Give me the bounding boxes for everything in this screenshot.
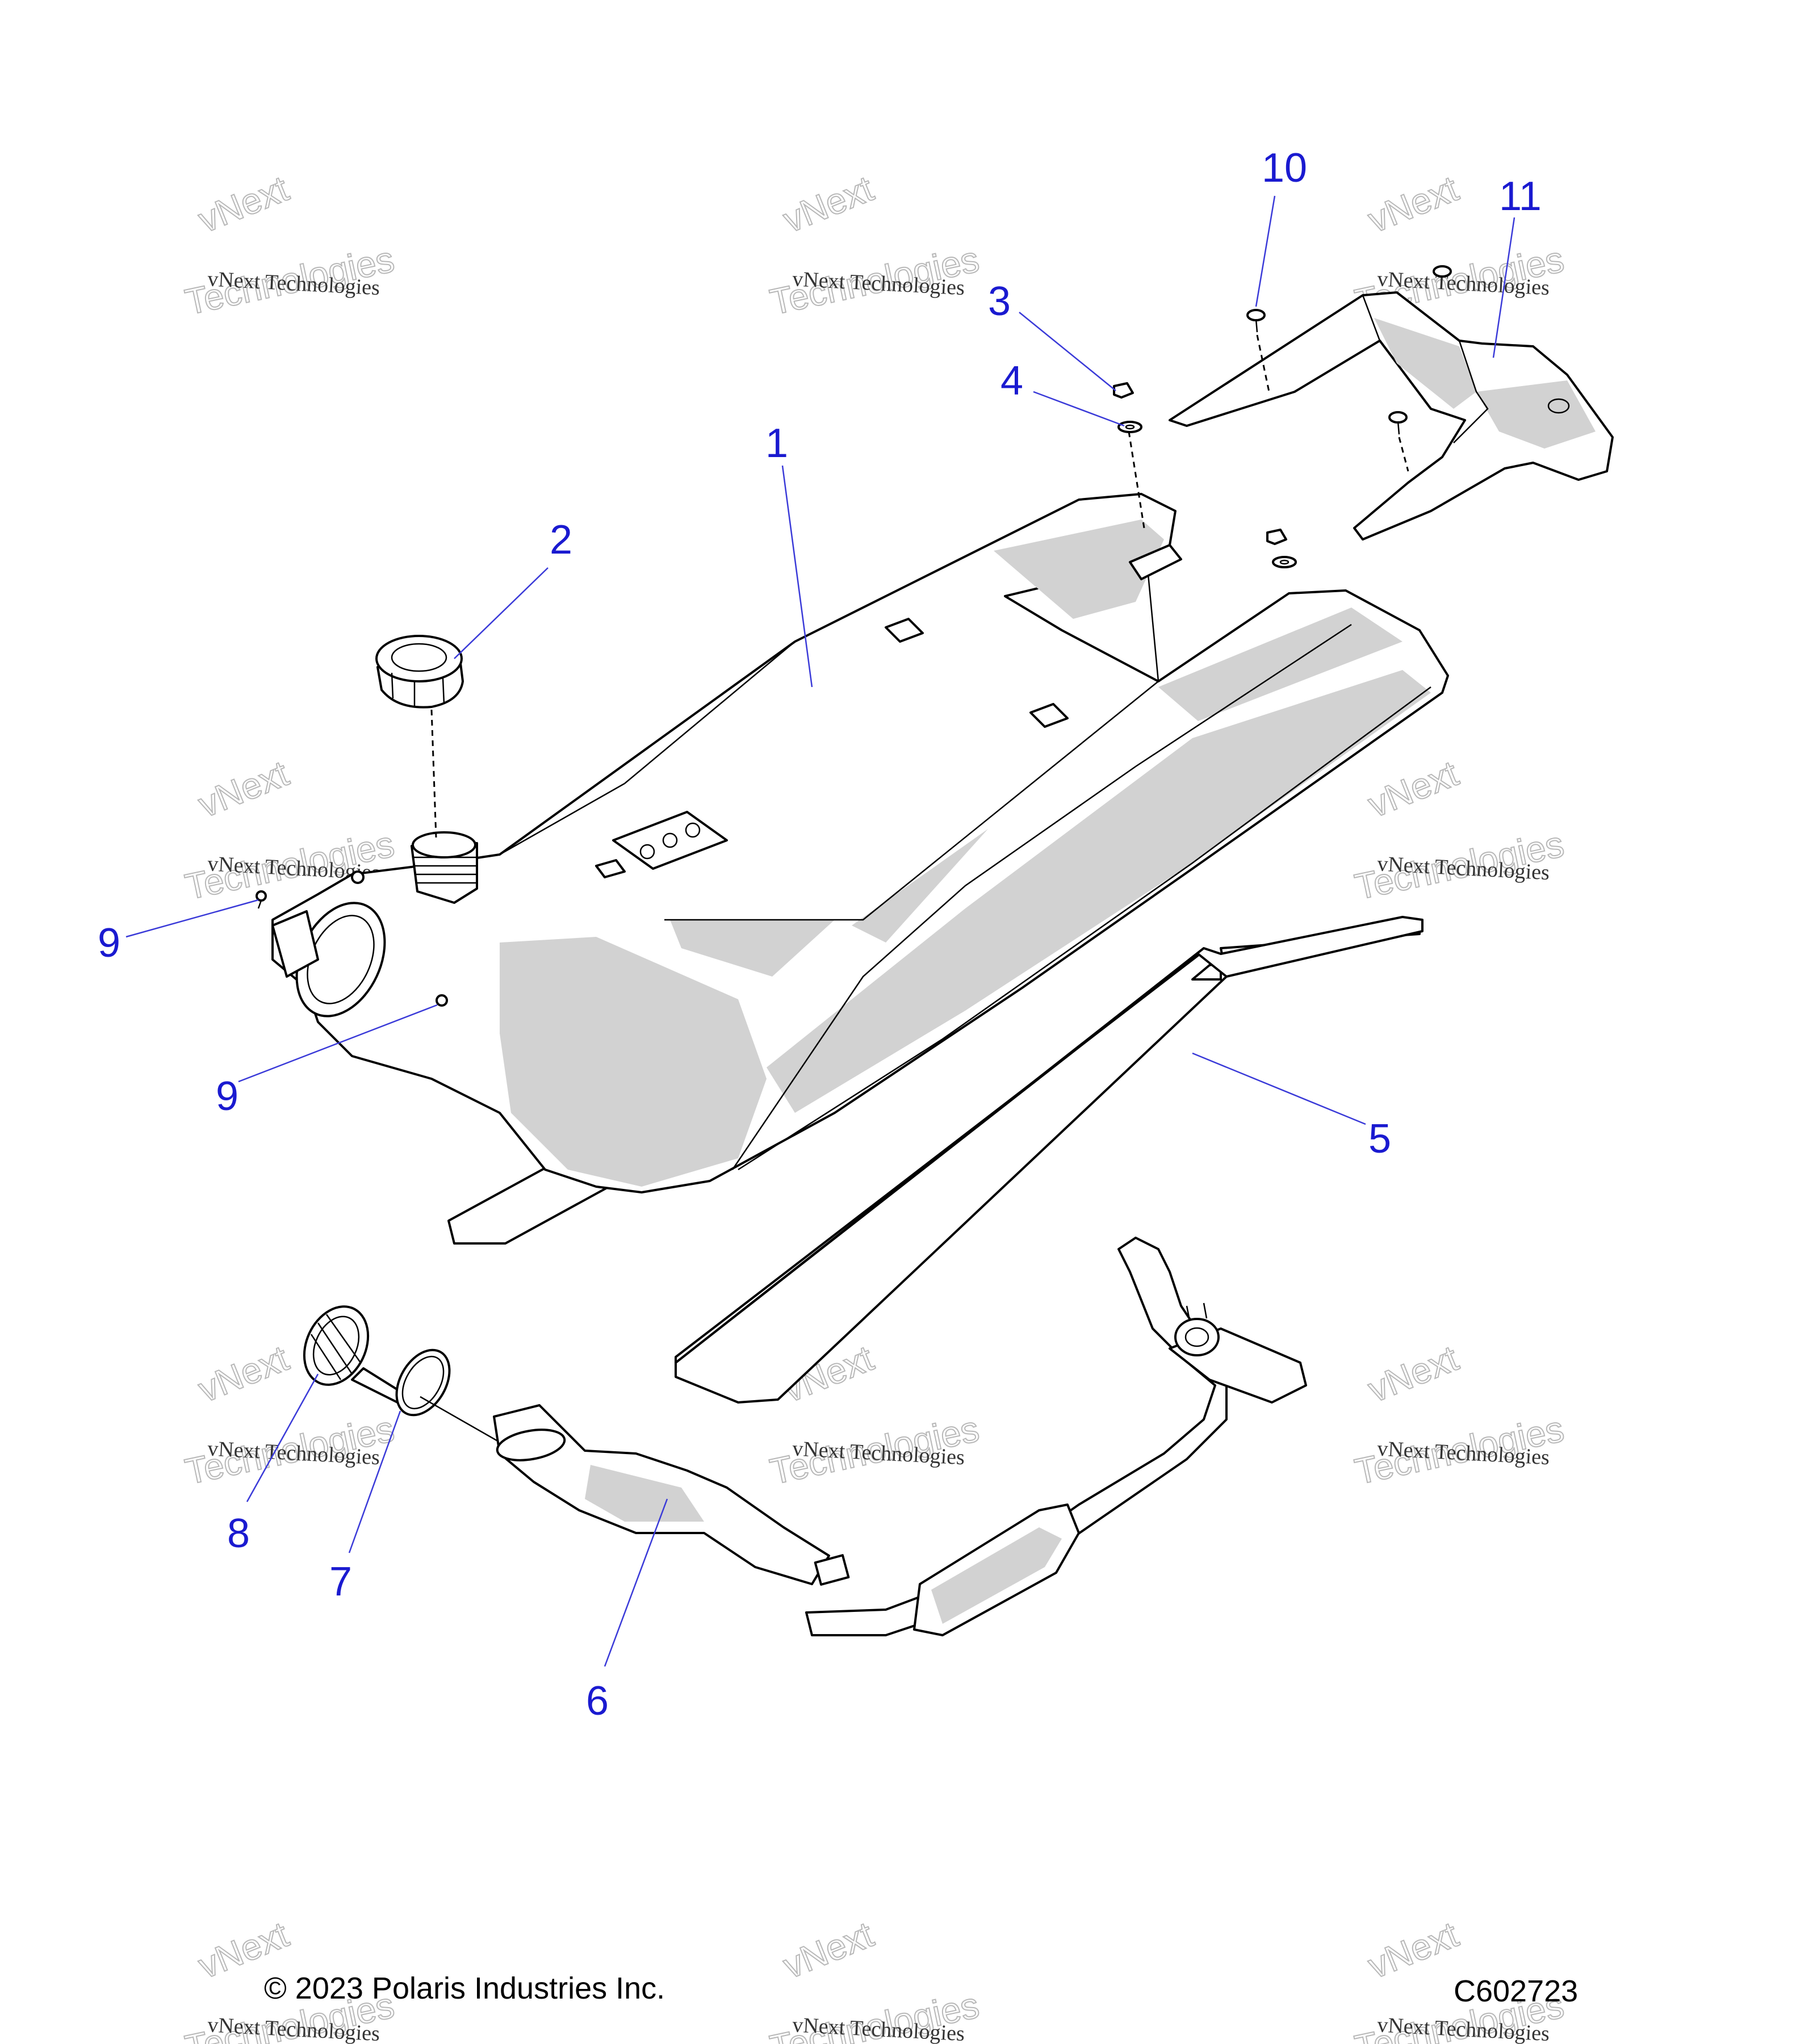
part-9-fittings [256, 870, 448, 1007]
watermark-r1c2: vNext Technologies vNext Technologies [766, 167, 983, 324]
callout-8: 8 [227, 1511, 250, 1556]
part-10-screws [1246, 265, 1452, 472]
svg-text:vNext: vNext [192, 1338, 294, 1410]
part-11-cover [1169, 291, 1614, 541]
part-3-4-fasteners [1113, 382, 1297, 568]
svg-text:vNext: vNext [1362, 753, 1464, 826]
svg-text:vNext: vNext [192, 168, 294, 241]
part-6-fuel-pump [420, 1237, 1307, 1636]
watermark-r3c1: vNext Technologies vNext Technologies [181, 1337, 398, 1493]
callout-5: 5 [1368, 1116, 1391, 1162]
callout-3: 3 [988, 279, 1011, 324]
leader-11 [1492, 217, 1515, 358]
part-1-fuel-tank [271, 493, 1449, 1193]
leader-3 [1019, 312, 1116, 391]
svg-text:vNext: vNext [777, 1914, 879, 1987]
leader-8 [246, 1373, 319, 1502]
callout-1: 1 [765, 421, 788, 466]
callout-7: 7 [329, 1559, 352, 1605]
callout-10: 10 [1262, 145, 1307, 191]
watermark-r3c3: vNext Technologies vNext Technologies [1351, 1337, 1568, 1493]
svg-text:vNext: vNext [1362, 1914, 1464, 1987]
callout-9b: 9 [216, 1074, 238, 1119]
callout-9a: 9 [98, 920, 120, 966]
callout-6: 6 [586, 1678, 609, 1724]
leader-4 [1033, 391, 1125, 427]
leader-2 [454, 567, 549, 659]
callout-2: 2 [550, 517, 572, 563]
leader-9a [125, 899, 259, 938]
cap-alignment-line [430, 709, 437, 838]
watermark-r1c1: vNext Technologies vNext Technologies [181, 167, 398, 324]
svg-text:vNext: vNext [1362, 168, 1464, 241]
leader-1 [781, 465, 813, 688]
leader-5 [1192, 1052, 1366, 1125]
watermark-r4c2: vNext Technologies vNext Technologies [766, 1913, 983, 2044]
part-2-fuel-cap [375, 635, 464, 709]
callout-11: 11 [1499, 174, 1542, 219]
svg-text:vNext: vNext [192, 753, 294, 826]
part-8-strainer [303, 1305, 410, 1404]
svg-text:vNext: vNext [777, 168, 879, 241]
part-7-seal [395, 1348, 451, 1417]
watermark-r2c3: vNext Technologies vNext Technologies [1351, 752, 1568, 908]
leader-10 [1255, 195, 1276, 307]
watermarks: vNext Technologies vNext Technologies vN… [181, 167, 1568, 2044]
leader-lines [125, 195, 1515, 1667]
svg-text:vNext: vNext [1362, 1338, 1464, 1410]
footer: © 2023 Polaris Industries Inc. C602723 [264, 1971, 1578, 2008]
copyright-text: © 2023 Polaris Industries Inc. [264, 1971, 665, 2005]
leader-7 [348, 1410, 401, 1553]
callouts: 1 2 3 4 5 6 7 8 9 9 10 11 [98, 145, 1542, 1724]
leader-9b [238, 1004, 438, 1083]
diagram-id: C602723 [1454, 1974, 1578, 2008]
callout-4: 4 [1000, 358, 1023, 404]
leader-6 [604, 1498, 668, 1667]
